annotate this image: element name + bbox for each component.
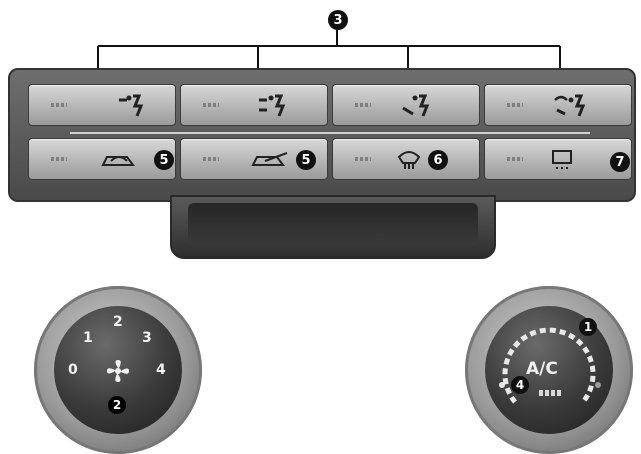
fan-speed-2: 2 [113, 314, 123, 330]
indicator-light [203, 103, 219, 107]
hot-dot [595, 382, 601, 388]
fan-speed-3: 3 [142, 330, 152, 346]
recirculation-button[interactable] [28, 138, 176, 180]
callout-ac-indicator: 4 [511, 376, 529, 394]
callout-fan-knob: 2 [108, 396, 126, 414]
indicator-light [355, 157, 371, 161]
front-defrost-icon [397, 151, 421, 169]
ac-label: A/C [526, 359, 558, 379]
cold-dot [499, 382, 505, 388]
ac-indicator-light [539, 390, 561, 396]
callout-fresh-air: 5 [296, 150, 316, 170]
indicator-light [51, 157, 67, 161]
fan-speed-4: 4 [156, 362, 166, 378]
callout-front-defrost: 6 [428, 150, 448, 170]
callout-rear-defrost: 7 [610, 152, 630, 172]
callout-temp-arc: 1 [579, 318, 597, 336]
indicator-light [355, 103, 371, 107]
fan-speed-knob[interactable]: 2 1 3 0 4 2 [34, 286, 202, 454]
mode-button-floor-defrost[interactable] [484, 84, 632, 126]
panel-stand [170, 195, 496, 259]
floor-defrost-vent-icon [554, 94, 586, 117]
temperature-knob[interactable]: A/C 1 4 [465, 286, 633, 454]
rear-defrost-button[interactable] [484, 138, 632, 180]
front-defrost-button[interactable] [332, 138, 480, 180]
callout-recirculation: 5 [154, 150, 174, 170]
panel-divider [70, 132, 590, 134]
indicator-light [507, 103, 523, 107]
recirculation-icon [101, 156, 135, 166]
bi-level-vent-icon [259, 94, 286, 117]
fan-knob-face: 2 1 3 0 4 [54, 306, 182, 434]
mode-button-floor[interactable] [332, 84, 480, 126]
fan-speed-1: 1 [83, 330, 93, 346]
fan-icon [107, 360, 129, 382]
indicator-light [203, 157, 219, 161]
mode-button-bi-level[interactable] [180, 84, 328, 126]
indicator-light [507, 157, 523, 161]
callout-vents: 3 [328, 10, 348, 30]
fresh-air-icon [251, 152, 288, 166]
floor-vent-icon [402, 94, 430, 117]
indicator-light [51, 103, 67, 107]
face-vent-icon [119, 94, 144, 117]
mode-button-face[interactable] [28, 84, 176, 126]
fan-speed-0: 0 [68, 362, 78, 378]
rear-defrost-icon [552, 150, 572, 169]
